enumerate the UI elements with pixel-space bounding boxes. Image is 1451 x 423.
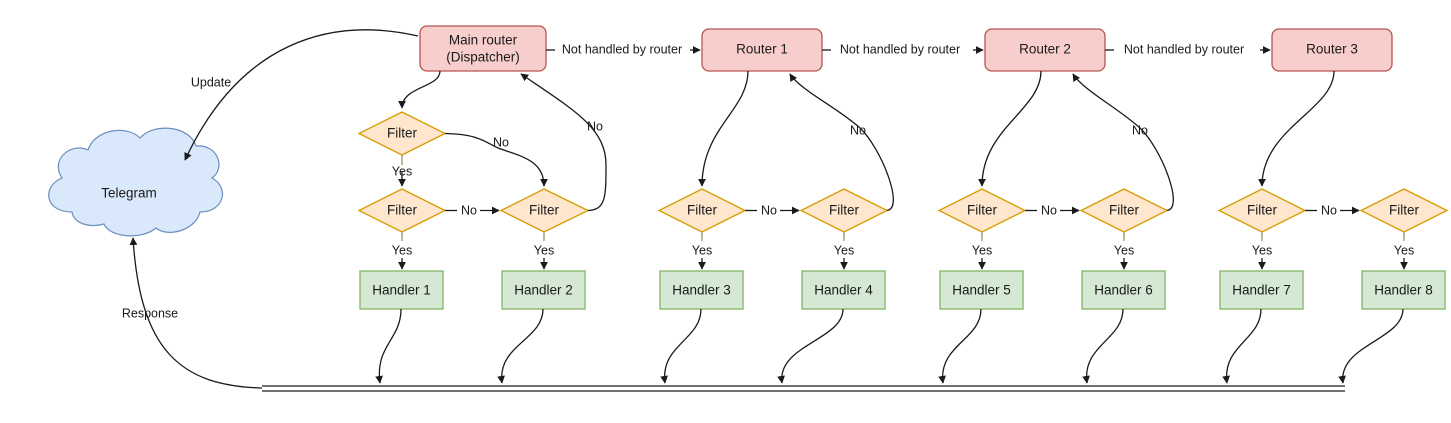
filter-5-node[interactable]: Filter: [937, 188, 1027, 233]
filter-2-label: Filter: [529, 203, 560, 218]
edge-label-no-router-2-return: No: [1132, 123, 1148, 137]
filter-6-node[interactable]: Filter: [1079, 188, 1169, 233]
handler-2-node[interactable]: Handler 2: [501, 270, 586, 310]
filter-top-main-label: Filter: [387, 126, 418, 141]
edge-label-no-router-1-row: No: [761, 203, 777, 217]
edge-label-yes-handler-4: Yes: [834, 243, 854, 257]
edge-label-yes-handler-3: Yes: [692, 243, 712, 257]
router-2-node[interactable]: Router 2: [984, 28, 1106, 72]
edge-label-no-main-row: No: [461, 203, 477, 217]
edge-label-not-handled-3: Not handled by router: [1124, 42, 1244, 56]
edge-label-yes-handler-8: Yes: [1394, 243, 1414, 257]
handler-5-label: Handler 5: [952, 283, 1011, 298]
filter-7-node[interactable]: Filter: [1217, 188, 1307, 233]
edge-handler-2-to-bus: [497, 308, 544, 384]
response-edge: Response: [122, 237, 263, 389]
edge-router-3-to-filter-7: [1258, 70, 1335, 187]
handler-4-node[interactable]: Handler 4: [801, 270, 886, 310]
edge-handler-1-to-bus: [375, 308, 402, 384]
edge-handler-8-to-bus: [1338, 308, 1404, 384]
edge-handler-6-to-bus: [1082, 308, 1124, 384]
handler-to-bus-edges: [375, 308, 1404, 384]
router-3-label: Router 3: [1306, 42, 1358, 57]
edge-handler-5-to-bus: [938, 308, 982, 384]
filter-8-label: Filter: [1389, 203, 1420, 218]
response-bus: [262, 385, 1345, 392]
edge-label-no-main-top: No: [493, 135, 509, 149]
edge-label-not-handled-1: Not handled by router: [562, 42, 682, 56]
telegram-cloud-label: Telegram: [101, 186, 157, 201]
filter-1-node[interactable]: Filter: [357, 188, 447, 233]
handler-6-label: Handler 6: [1094, 283, 1153, 298]
handler-7-label: Handler 7: [1232, 283, 1291, 298]
edge-label-not-handled-2: Not handled by router: [840, 42, 960, 56]
edge-label-update: Update: [191, 75, 231, 89]
edge-label-yes-handler-7: Yes: [1252, 243, 1272, 257]
handler-1-node[interactable]: Handler 1: [359, 270, 444, 310]
edge-filter-4-no-to-router-1: [789, 73, 894, 212]
handler-2-label: Handler 2: [514, 283, 573, 298]
handler-3-node[interactable]: Handler 3: [659, 270, 744, 310]
filter-2-node[interactable]: Filter: [499, 188, 590, 233]
edge-handler-7-to-bus: [1222, 308, 1262, 384]
edge-label-response: Response: [122, 306, 178, 320]
main-router-node[interactable]: Main router (Dispatcher): [419, 25, 547, 72]
handler-8-node[interactable]: Handler 8: [1361, 270, 1446, 310]
handler-6-node[interactable]: Handler 6: [1081, 270, 1166, 310]
update-edge: Update: [184, 29, 419, 161]
edge-handler-4-to-bus: [777, 308, 844, 384]
handler-4-label: Handler 4: [814, 283, 873, 298]
filter-3-node[interactable]: Filter: [657, 188, 747, 233]
handler-1-label: Handler 1: [372, 283, 431, 298]
router-1-node[interactable]: Router 1: [701, 28, 823, 72]
edge-filter-6-no-to-router-2: [1072, 73, 1174, 212]
edge-label-yes-handler-5: Yes: [972, 243, 992, 257]
filter-top-main-node[interactable]: Filter: [357, 111, 447, 156]
router-3-node[interactable]: Router 3: [1271, 28, 1393, 72]
handler-5-node[interactable]: Handler 5: [939, 270, 1024, 310]
edge-label-no-router-2-row: No: [1041, 203, 1057, 217]
filter-6-label: Filter: [1109, 203, 1140, 218]
filter-4-label: Filter: [829, 203, 860, 218]
filter-3-label: Filter: [687, 203, 718, 218]
edge-label-yes-handler-1: Yes: [392, 243, 412, 257]
handler-7-node[interactable]: Handler 7: [1219, 270, 1304, 310]
router-1-label: Router 1: [736, 42, 788, 57]
edge-label-yes-handler-2: Yes: [534, 243, 554, 257]
edge-label-no-router-3-row: No: [1321, 203, 1337, 217]
edge-router-1-to-filter-3: [698, 70, 749, 187]
edge-router-2-to-filter-5: [978, 70, 1042, 187]
edge-handler-3-to-bus: [660, 308, 702, 384]
edge-label-yes-handler-6: Yes: [1114, 243, 1134, 257]
edge-filter-top-no-to-filter-2: [444, 132, 548, 187]
filter-4-node[interactable]: Filter: [799, 188, 889, 233]
filter-7-label: Filter: [1247, 203, 1278, 218]
edge-label-yes-main-top: Yes: [392, 164, 412, 178]
filter-8-node[interactable]: Filter: [1359, 188, 1449, 233]
filter-1-label: Filter: [387, 203, 418, 218]
edge-main-router-to-filter-top: [398, 70, 441, 109]
edge-label-no-main-return: No: [587, 119, 603, 133]
edge-label-no-router-1-return: No: [850, 123, 866, 137]
router-2-label: Router 2: [1019, 42, 1071, 57]
handler-3-label: Handler 3: [672, 283, 731, 298]
handler-8-label: Handler 8: [1374, 283, 1433, 298]
filter-5-label: Filter: [967, 203, 998, 218]
edge-filter-2-no-to-main-router: [520, 73, 607, 212]
main-router-label-line1: Main router: [449, 33, 518, 48]
telegram-cloud: Telegram: [48, 127, 223, 237]
main-router-label-line2: (Dispatcher): [446, 50, 520, 65]
router-chain-edges: Not handled by router Not handled by rou…: [546, 42, 1271, 56]
